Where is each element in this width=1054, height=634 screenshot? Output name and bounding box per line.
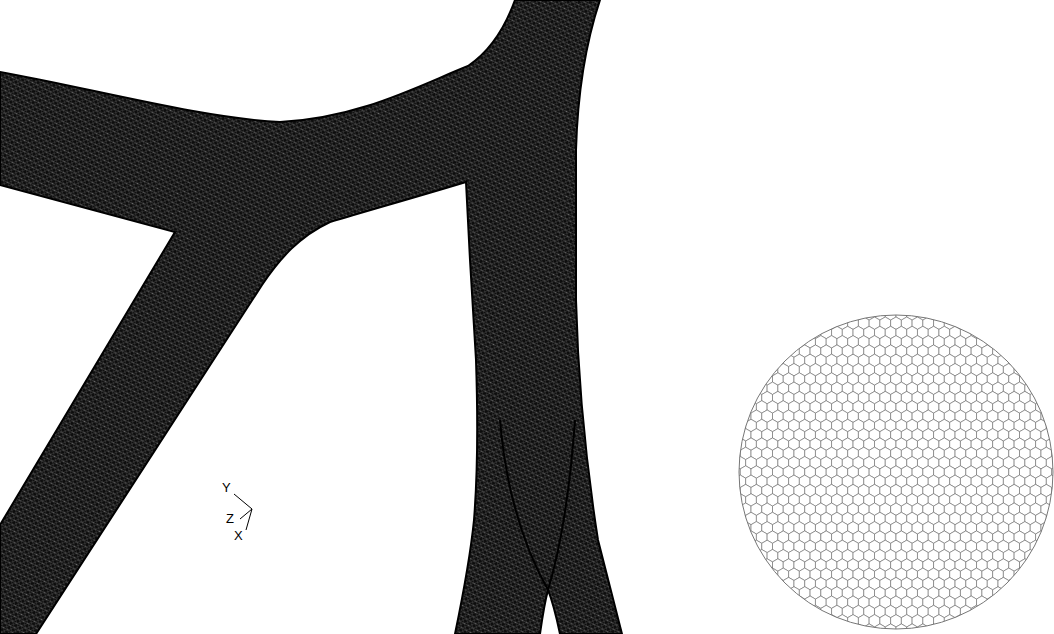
mesh-cell [917, 624, 928, 634]
axis-label: X [234, 529, 243, 542]
mesh-cell [848, 615, 859, 627]
axis-triad [234, 494, 252, 530]
mesh-cell [864, 624, 875, 634]
mesh-cell [730, 484, 741, 496]
vessel-overlap-outline [500, 420, 575, 590]
axis-label: Z [226, 512, 234, 525]
mesh-cell [987, 596, 998, 608]
mesh-cell [794, 596, 805, 608]
mesh-cell [1020, 559, 1031, 571]
mesh-cell [960, 605, 971, 617]
mesh-cell [977, 596, 988, 608]
axis-label: Y [222, 481, 231, 494]
vessel-mesh [0, 0, 622, 634]
mesh-cell [730, 447, 741, 459]
mesh-cell [735, 512, 746, 524]
mesh-cell [805, 596, 816, 608]
cross-section-mesh [730, 308, 1054, 634]
mesh-cell [735, 419, 746, 431]
mesh-cell [934, 615, 945, 627]
mesh-cell [821, 605, 832, 617]
cross-section-outline [739, 315, 1053, 629]
mesh-cell [762, 559, 773, 571]
